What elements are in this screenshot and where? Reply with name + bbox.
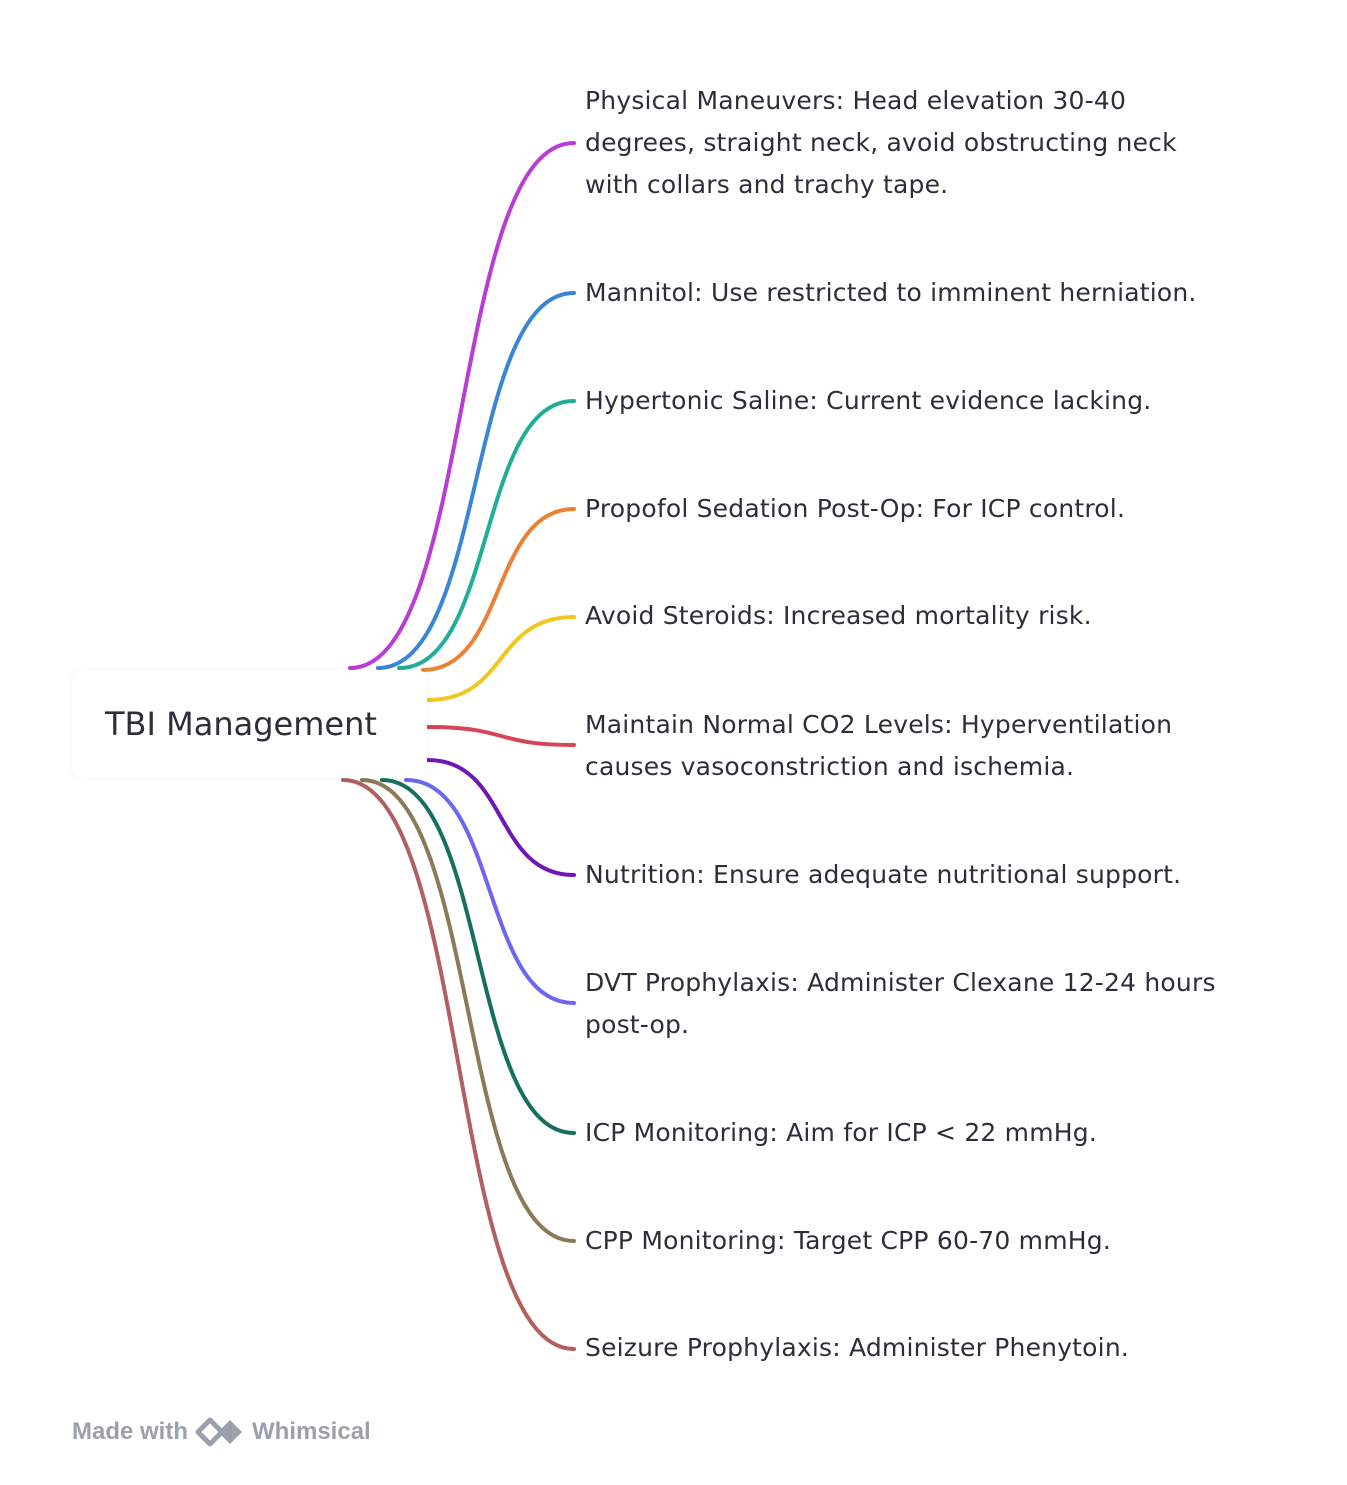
branch-label-line: Nutrition: Ensure adequate nutritional s… xyxy=(585,860,1182,889)
branch-label-dvt-prophylaxis[interactable]: DVT Prophylaxis: Administer Clexane 12-2… xyxy=(585,962,1285,1046)
branch-label-nutrition[interactable]: Nutrition: Ensure adequate nutritional s… xyxy=(585,854,1285,896)
branch-label-line: Propofol Sedation Post-Op: For ICP contr… xyxy=(585,494,1126,523)
connector-dvt-prophylaxis xyxy=(404,778,576,1005)
connector-nutrition xyxy=(426,758,576,877)
branch-label-line: with collars and trachy tape. xyxy=(585,170,949,199)
branch-label-hypertonic-saline[interactable]: Hypertonic Saline: Current evidence lack… xyxy=(585,380,1285,422)
branch-label-line: Mannitol: Use restricted to imminent her… xyxy=(585,278,1197,307)
root-label: TBI Management xyxy=(105,705,377,743)
branch-label-cpp-monitoring[interactable]: CPP Monitoring: Target CPP 60-70 mmHg. xyxy=(585,1220,1285,1262)
branch-label-line: causes vasoconstriction and ischemia. xyxy=(585,752,1075,781)
branch-label-line: DVT Prophylaxis: Administer Clexane 12-2… xyxy=(585,968,1216,997)
whimsical-logo-icon xyxy=(194,1412,248,1452)
branch-label-icp-monitoring[interactable]: ICP Monitoring: Aim for ICP < 22 mmHg. xyxy=(585,1112,1285,1154)
connector-avoid-steroids xyxy=(426,615,576,702)
branch-label-physical-maneuvers[interactable]: Physical Maneuvers: Head elevation 30-40… xyxy=(585,80,1285,206)
connector-physical-maneuvers xyxy=(348,141,576,670)
root-node[interactable]: TBI Management xyxy=(72,670,427,778)
branch-label-line: ICP Monitoring: Aim for ICP < 22 mmHg. xyxy=(585,1118,1098,1147)
made-with-whimsical-badge[interactable]: Made with Whimsical xyxy=(72,1412,371,1452)
made-with-text: Made with xyxy=(72,1418,189,1445)
connector-propofol-sedation xyxy=(421,507,576,672)
branch-label-line: Seizure Prophylaxis: Administer Phenytoi… xyxy=(585,1333,1130,1362)
connector-mannitol xyxy=(376,291,576,670)
branch-label-propofol-sedation[interactable]: Propofol Sedation Post-Op: For ICP contr… xyxy=(585,488,1285,530)
branch-label-mannitol[interactable]: Mannitol: Use restricted to imminent her… xyxy=(585,272,1285,314)
connector-maintain-co2 xyxy=(426,725,576,747)
branch-label-line: CPP Monitoring: Target CPP 60-70 mmHg. xyxy=(585,1226,1111,1255)
branch-label-maintain-co2[interactable]: Maintain Normal CO2 Levels: Hyperventila… xyxy=(585,704,1285,788)
branch-label-line: Hypertonic Saline: Current evidence lack… xyxy=(585,386,1152,415)
connector-cpp-monitoring xyxy=(360,778,576,1243)
branch-label-line: post-op. xyxy=(585,1010,690,1039)
connector-icp-monitoring xyxy=(380,778,576,1135)
branch-label-line: Avoid Steroids: Increased mortality risk… xyxy=(585,601,1092,630)
whimsical-brand-text: Whimsical xyxy=(252,1418,371,1445)
branch-label-seizure-prophylaxis[interactable]: Seizure Prophylaxis: Administer Phenytoi… xyxy=(585,1327,1285,1369)
connector-hypertonic-saline xyxy=(397,399,576,670)
branch-label-avoid-steroids[interactable]: Avoid Steroids: Increased mortality risk… xyxy=(585,595,1285,637)
branch-label-line: Physical Maneuvers: Head elevation 30-40 xyxy=(585,86,1127,115)
branch-label-line: degrees, straight neck, avoid obstructin… xyxy=(585,128,1177,157)
connector-seizure-prophylaxis xyxy=(341,778,576,1351)
branch-label-line: Maintain Normal CO2 Levels: Hyperventila… xyxy=(585,710,1173,739)
